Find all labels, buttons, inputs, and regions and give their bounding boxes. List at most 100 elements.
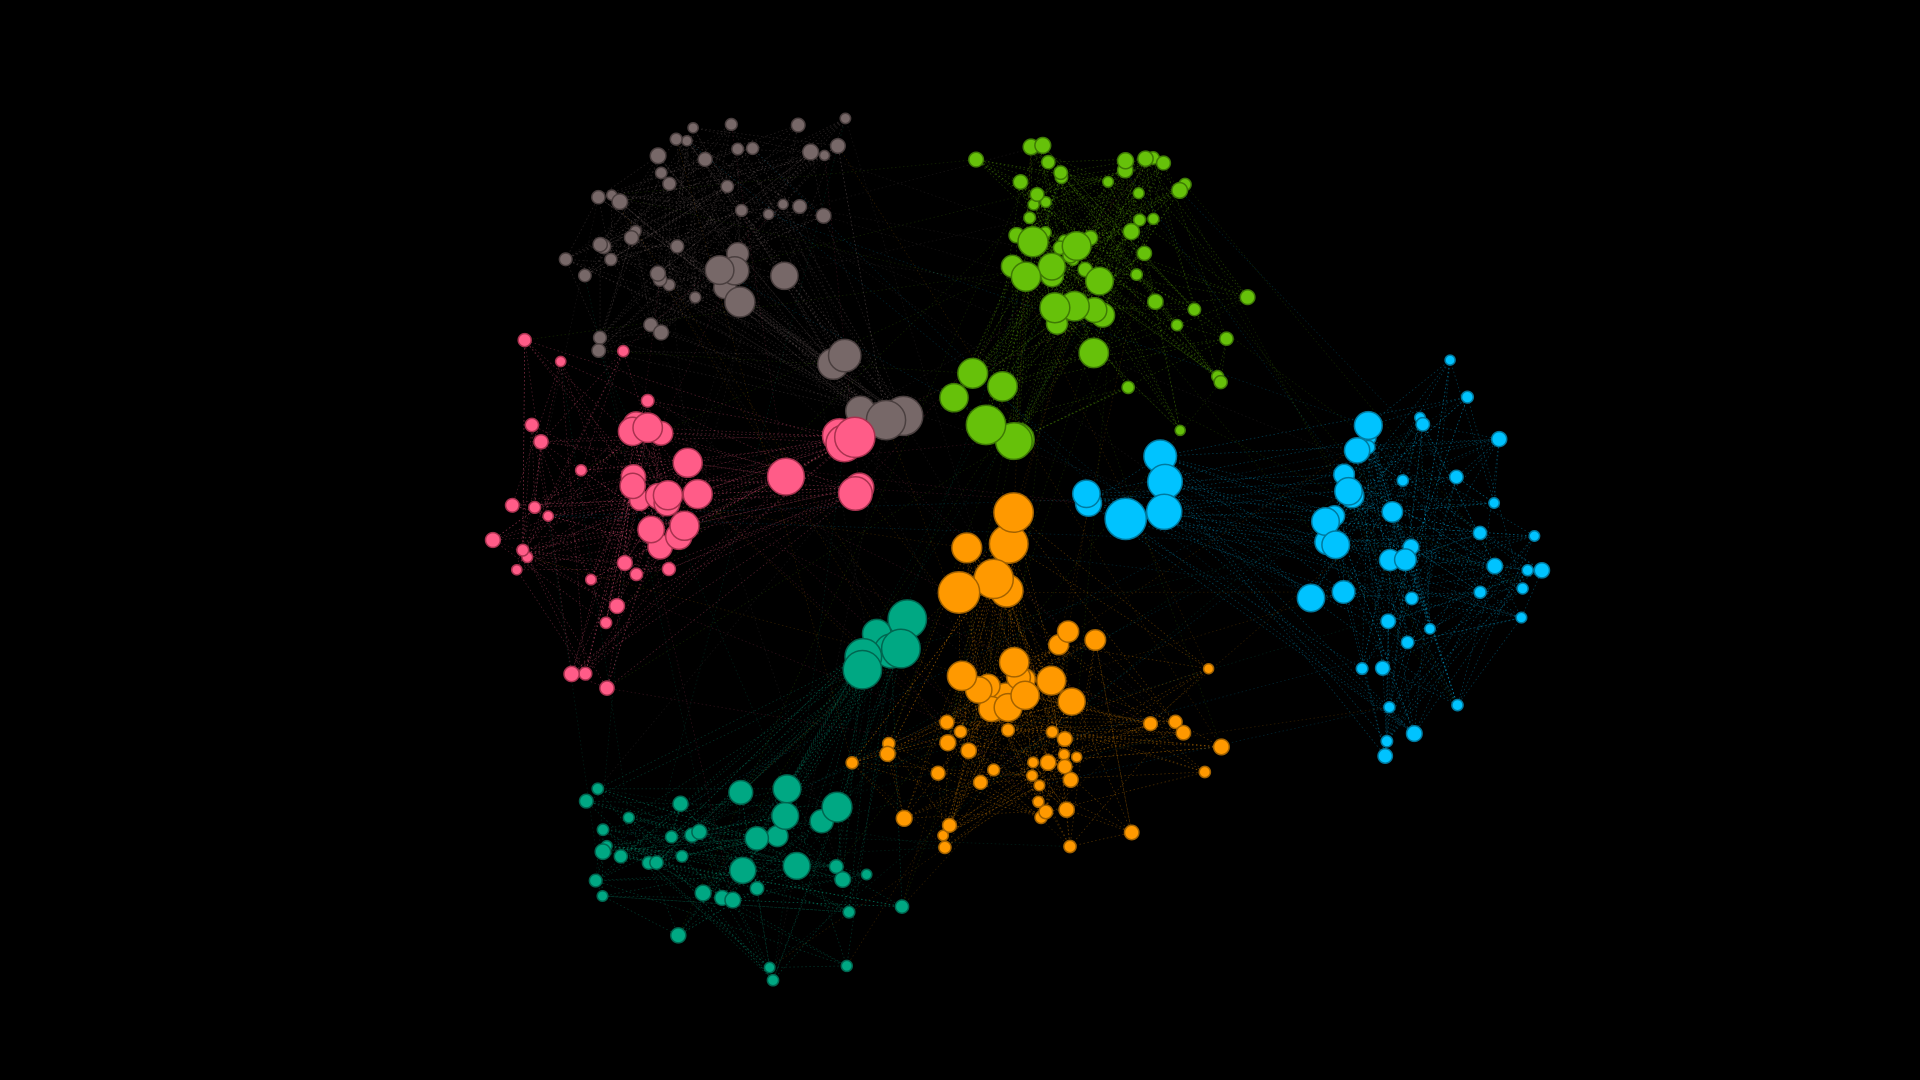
graph-node-orange[interactable] xyxy=(1057,687,1086,716)
graph-node-teal[interactable] xyxy=(675,849,689,863)
graph-node-teal[interactable] xyxy=(860,868,873,881)
graph-node-blue[interactable] xyxy=(1377,748,1394,764)
graph-node-blue[interactable] xyxy=(1405,725,1423,743)
graph-node-green[interactable] xyxy=(1219,331,1234,347)
graph-node-green[interactable] xyxy=(1040,154,1056,170)
graph-node-teal[interactable] xyxy=(596,889,609,903)
graph-node-blue[interactable] xyxy=(1488,497,1501,509)
graph-node-teal[interactable] xyxy=(828,859,844,875)
graph-node-pink[interactable] xyxy=(599,616,613,630)
graph-node-pink[interactable] xyxy=(484,531,502,549)
graph-node-teal[interactable] xyxy=(763,961,776,974)
graph-node-orange[interactable] xyxy=(951,532,983,564)
graph-node-green[interactable] xyxy=(968,151,985,168)
graph-node-brown[interactable] xyxy=(792,198,808,215)
graph-node-orange[interactable] xyxy=(1027,756,1040,769)
graph-node-blue[interactable] xyxy=(1331,579,1356,605)
graph-node-green[interactable] xyxy=(1147,212,1160,226)
graph-node-teal[interactable] xyxy=(613,849,629,864)
graph-node-brown[interactable] xyxy=(611,193,629,211)
graph-node-brown[interactable] xyxy=(790,117,806,133)
graph-node-brown[interactable] xyxy=(592,236,609,253)
graph-node-pink[interactable] xyxy=(542,510,555,522)
graph-node-brown[interactable] xyxy=(818,149,831,162)
graph-node-green[interactable] xyxy=(1213,374,1228,390)
graph-node-brown[interactable] xyxy=(669,132,683,146)
graph-node-orange[interactable] xyxy=(1025,769,1039,782)
graph-node-green[interactable] xyxy=(1034,136,1052,155)
graph-node-pink[interactable] xyxy=(528,500,542,515)
graph-node-brown[interactable] xyxy=(720,179,735,194)
graph-node-orange[interactable] xyxy=(1058,801,1075,819)
graph-node-orange[interactable] xyxy=(987,763,1001,777)
graph-node-pink[interactable] xyxy=(584,573,598,586)
graph-node-orange[interactable] xyxy=(1084,628,1107,652)
graph-node-pink[interactable] xyxy=(837,475,873,512)
graph-node-green[interactable] xyxy=(1010,261,1042,293)
graph-node-orange[interactable] xyxy=(930,765,946,781)
graph-node-green[interactable] xyxy=(1023,211,1037,225)
graph-node-orange[interactable] xyxy=(1056,620,1080,643)
graph-node-brown[interactable] xyxy=(734,203,749,218)
graph-node-pink[interactable] xyxy=(574,464,588,477)
graph-node-brown[interactable] xyxy=(745,141,760,156)
graph-node-pink[interactable] xyxy=(599,680,615,696)
graph-node-green[interactable] xyxy=(987,370,1018,402)
graph-node-orange[interactable] xyxy=(1033,779,1046,792)
graph-node-pink[interactable] xyxy=(504,497,520,513)
graph-node-pink[interactable] xyxy=(516,543,530,557)
graph-node-orange[interactable] xyxy=(895,809,913,828)
graph-node-green[interactable] xyxy=(1136,245,1153,262)
graph-node-green[interactable] xyxy=(1147,293,1164,311)
graph-node-green[interactable] xyxy=(1122,222,1141,241)
graph-node-orange[interactable] xyxy=(1001,723,1016,738)
graph-node-orange[interactable] xyxy=(941,817,958,834)
graph-node-blue[interactable] xyxy=(1393,548,1417,572)
graph-node-blue[interactable] xyxy=(1334,476,1363,506)
graph-node-brown[interactable] xyxy=(839,112,852,125)
graph-node-teal[interactable] xyxy=(729,856,757,885)
graph-node-green[interactable] xyxy=(957,357,989,389)
graph-node-green[interactable] xyxy=(1116,152,1135,170)
graph-node-brown[interactable] xyxy=(652,324,670,341)
graph-node-green[interactable] xyxy=(1078,337,1110,369)
graph-node-brown[interactable] xyxy=(681,134,693,147)
graph-node-blue[interactable] xyxy=(1343,437,1371,464)
graph-node-pink[interactable] xyxy=(672,447,703,479)
graph-node-brown[interactable] xyxy=(762,208,775,221)
graph-node-orange[interactable] xyxy=(1038,804,1054,820)
graph-node-orange[interactable] xyxy=(937,829,950,842)
graph-node-green[interactable] xyxy=(1061,230,1092,262)
graph-node-orange[interactable] xyxy=(1056,730,1073,748)
graph-node-green[interactable] xyxy=(1170,318,1184,332)
graph-node-green[interactable] xyxy=(1174,424,1186,437)
graph-node-brown[interactable] xyxy=(801,143,820,161)
graph-node-blue[interactable] xyxy=(1424,622,1436,635)
graph-node-teal[interactable] xyxy=(588,873,603,888)
graph-node-brown[interactable] xyxy=(704,255,735,286)
graph-node-green[interactable] xyxy=(1102,175,1115,188)
graph-node-pink[interactable] xyxy=(629,567,644,582)
graph-node-brown[interactable] xyxy=(662,176,677,192)
graph-node-pink[interactable] xyxy=(533,433,549,450)
graph-node-blue[interactable] xyxy=(1296,583,1326,613)
graph-node-teal[interactable] xyxy=(894,899,910,914)
graph-node-blue[interactable] xyxy=(1380,734,1394,748)
graph-node-green[interactable] xyxy=(1039,292,1071,324)
graph-node-teal[interactable] xyxy=(782,851,811,881)
graph-node-pink[interactable] xyxy=(637,515,666,544)
graph-node-pink[interactable] xyxy=(616,344,630,358)
graph-node-blue[interactable] xyxy=(1355,662,1369,676)
graph-node-orange[interactable] xyxy=(993,492,1035,534)
graph-node-teal[interactable] xyxy=(821,791,853,823)
graph-node-teal[interactable] xyxy=(766,973,780,987)
graph-node-brown[interactable] xyxy=(689,291,702,304)
graph-node-blue[interactable] xyxy=(1353,410,1383,441)
graph-node-green[interactable] xyxy=(1084,266,1115,296)
graph-node-teal[interactable] xyxy=(691,823,708,841)
graph-node-brown[interactable] xyxy=(731,142,745,156)
graph-node-pink[interactable] xyxy=(652,480,684,511)
graph-node-orange[interactable] xyxy=(1039,754,1057,772)
graph-node-orange[interactable] xyxy=(946,660,978,692)
graph-node-teal[interactable] xyxy=(594,843,612,861)
